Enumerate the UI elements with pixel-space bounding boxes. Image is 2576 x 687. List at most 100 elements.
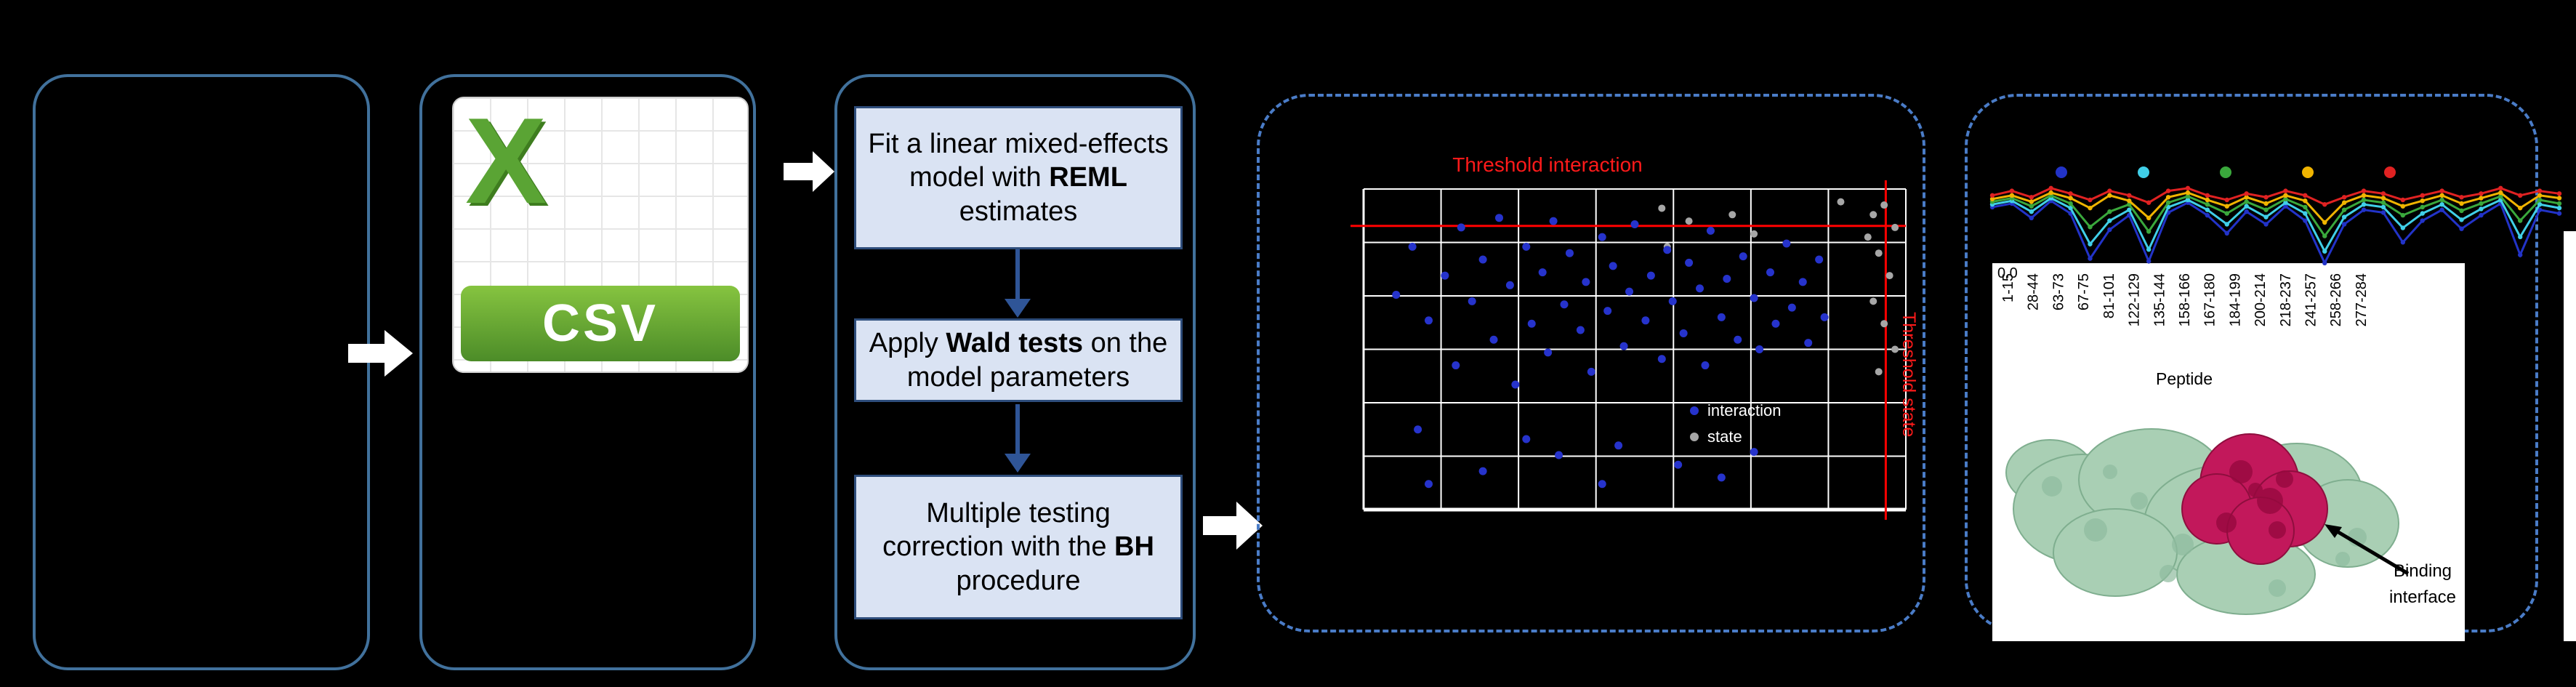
scatter-point-interaction xyxy=(1625,287,1634,296)
uptake-marker xyxy=(2009,188,2015,193)
scatter-point-interaction xyxy=(1576,326,1585,334)
scatter-point-interaction xyxy=(1663,246,1672,254)
uptake-marker xyxy=(2459,226,2464,231)
uptake-marker xyxy=(2380,210,2386,215)
uptake-marker xyxy=(2380,196,2386,201)
scatter-point-interaction xyxy=(1771,319,1780,328)
timepoint-dot xyxy=(2220,166,2231,178)
scatter-point-interaction xyxy=(1441,271,1449,280)
uptake-line-series-orange xyxy=(1992,191,2560,225)
uptake-marker xyxy=(2518,252,2523,257)
uptake-marker xyxy=(2048,185,2053,191)
uptake-marker xyxy=(2088,197,2093,203)
uptake-marker xyxy=(2088,241,2093,246)
scatter-point-interaction xyxy=(1717,313,1726,321)
scatter-point-interaction xyxy=(1755,345,1764,353)
uptake-marker xyxy=(2263,222,2269,227)
uptake-marker xyxy=(2029,199,2034,204)
uptake-marker xyxy=(2146,259,2152,264)
scatter-point-interaction xyxy=(1565,249,1574,257)
step-fit-reml: Fit a linear mixed-effects model with RE… xyxy=(854,106,1183,249)
scatter-point-interaction xyxy=(1598,233,1606,241)
uptake-marker xyxy=(2263,195,2269,200)
uptake-marker xyxy=(2400,204,2406,209)
down-arrow-1-icon xyxy=(1005,249,1031,318)
uptake-marker xyxy=(2205,212,2210,218)
peptide-tick-label: 1-15 xyxy=(2000,273,2016,302)
peptide-tick-label: 184-199 xyxy=(2227,273,2243,326)
uptake-marker xyxy=(2127,198,2132,204)
scatter-point-state xyxy=(1658,204,1666,212)
peptide-tick-label: 200-214 xyxy=(2253,273,2269,326)
uptake-marker xyxy=(2048,190,2053,196)
plot-gridlines xyxy=(1362,188,1907,512)
peptide-tick-label: 167-180 xyxy=(2202,273,2218,326)
scatter-point-interaction xyxy=(1787,303,1796,312)
uptake-marker xyxy=(2322,202,2327,207)
uptake-marker xyxy=(2107,218,2112,223)
scatter-point-interaction xyxy=(1452,361,1460,370)
uptake-marker xyxy=(2400,225,2406,230)
scatter-point-interaction xyxy=(1614,441,1623,450)
panel-threshold-plot xyxy=(1257,94,1925,632)
uptake-line-series-blue xyxy=(1992,199,2560,266)
uptake-marker xyxy=(2479,212,2484,218)
uptake-marker xyxy=(2205,202,2210,207)
legend-label: interaction xyxy=(1707,401,1782,419)
uptake-marker xyxy=(2224,230,2229,236)
scatter-point-interaction xyxy=(1630,220,1639,229)
down-arrow-2-icon xyxy=(1005,404,1031,473)
scatter-point-interaction xyxy=(1522,435,1531,443)
peptide-tick-label: 81-101 xyxy=(2101,273,2117,318)
uptake-marker xyxy=(2400,197,2406,203)
y-axis-tick-0: 0.0 xyxy=(1997,265,2018,281)
uptake-marker xyxy=(1989,196,1995,201)
scatter-point-interaction xyxy=(1544,348,1553,357)
uptake-marker xyxy=(2459,217,2464,222)
uptake-marker xyxy=(2068,196,2073,201)
uptake-marker xyxy=(2459,195,2464,200)
uptake-marker xyxy=(2537,202,2543,207)
uptake-marker xyxy=(2479,196,2484,201)
uptake-line-series-green xyxy=(1992,194,2560,238)
uptake-marker xyxy=(2420,204,2425,210)
csv-file-icon: X CSV xyxy=(452,97,749,373)
uptake-marker xyxy=(2146,200,2152,205)
step-text: Fit a linear mixed-effects model with RE… xyxy=(868,128,1169,227)
uptake-marker xyxy=(2146,247,2152,252)
step-bh-correction: Multiple testing correction with the BH … xyxy=(854,475,1183,619)
peptide-tick-label: 122-129 xyxy=(2127,273,2143,326)
panel-csv-file: X CSV xyxy=(419,74,756,670)
uptake-marker xyxy=(2341,214,2347,220)
uptake-marker xyxy=(2498,185,2503,191)
uptake-marker xyxy=(2322,249,2327,254)
uptake-marker xyxy=(2439,188,2444,193)
uptake-marker xyxy=(2283,188,2288,193)
scatter-point-interaction xyxy=(1538,268,1547,277)
uptake-marker xyxy=(2380,204,2386,210)
uptake-marker xyxy=(2361,197,2367,203)
uptake-marker xyxy=(2185,197,2191,203)
uptake-marker xyxy=(2146,215,2152,220)
uptake-marker xyxy=(2361,193,2367,198)
uptake-marker xyxy=(2088,205,2093,211)
uptake-marker xyxy=(2244,204,2249,209)
peptide-tick-label: 63-73 xyxy=(2050,273,2066,310)
legend-dot xyxy=(1690,433,1699,441)
timepoint-dot xyxy=(2138,166,2149,178)
scatter-point-interaction xyxy=(1587,367,1595,376)
scatter-point-interaction xyxy=(1750,448,1758,457)
uptake-marker xyxy=(2185,193,2191,199)
peptide-tick-label: 135-144 xyxy=(2152,273,2168,326)
legend-label: state xyxy=(1707,427,1742,446)
binding-interface-label-line1: Binding xyxy=(2394,561,2452,581)
peptide-tick-label: 67-75 xyxy=(2076,273,2092,310)
scatter-point-interaction xyxy=(1723,274,1731,283)
uptake-marker xyxy=(2029,215,2034,220)
uptake-marker xyxy=(2303,204,2308,210)
uptake-marker xyxy=(2518,193,2523,198)
scatter-point-interaction xyxy=(1820,313,1829,321)
uptake-marker xyxy=(2185,185,2191,191)
uptake-marker xyxy=(2068,191,2073,196)
uptake-marker xyxy=(2107,227,2112,233)
